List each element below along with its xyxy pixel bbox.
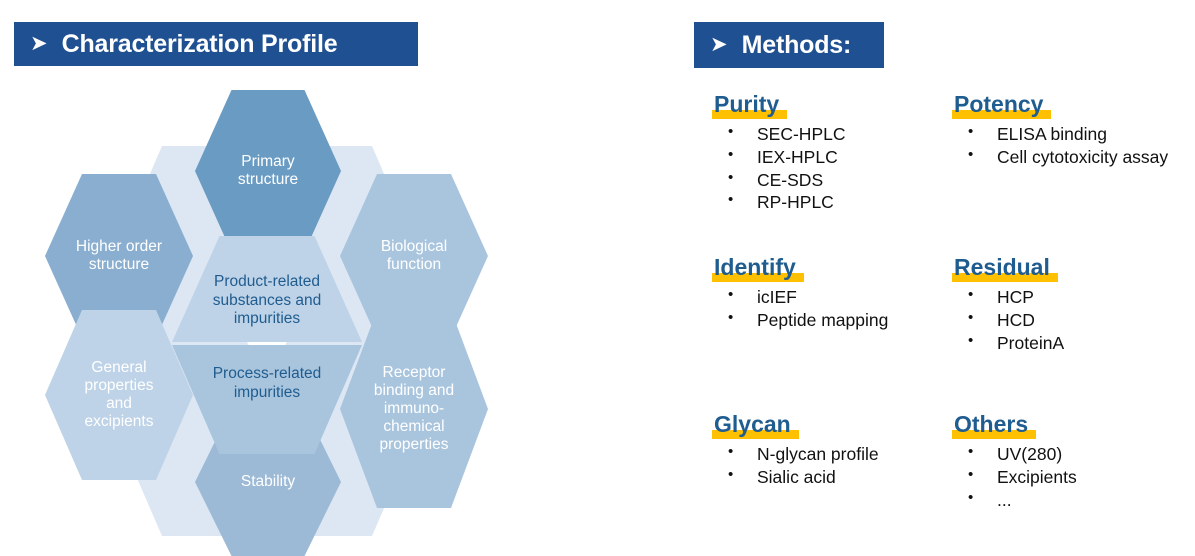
method-list-purity: SEC-HPLC IEX-HPLC CE-SDS RP-HPLC [712,122,947,214]
method-list-residual: HCP HCD ProteinA [952,285,1182,355]
list-item: HCP [952,285,1182,309]
hex-label-stability: Stability [240,472,296,490]
list-item: IEX-HPLC [712,145,947,169]
banner-characterization-profile: ➤ Characterization Profile [14,22,418,66]
list-item: UV(280) [952,442,1182,466]
arrow-right-icon: ➤ [30,31,48,55]
arrow-right-icon: ➤ [710,32,728,56]
method-block-glycan: Glycan N-glycan profile Sialic acid [712,412,947,489]
list-item: RP-HPLC [712,190,947,214]
list-item: icIEF [712,285,947,309]
list-item: Cell cytotoxicity assay [952,145,1182,169]
list-item: ProteinA [952,331,1182,355]
list-item: ... [952,488,1182,512]
banner-methods: ➤ Methods: [694,22,884,68]
method-block-purity: Purity SEC-HPLC IEX-HPLC CE-SDS RP-HPLC [712,92,947,214]
method-list-identify: icIEF Peptide mapping [712,285,947,332]
method-block-residual: Residual HCP HCD ProteinA [952,255,1182,354]
method-title-glycan: Glycan [712,411,799,440]
list-item: Sialic acid [712,465,947,489]
method-block-potency: Potency ELISA binding Cell cytotoxicity … [952,92,1182,169]
method-block-identify: Identify icIEF Peptide mapping [712,255,947,332]
banner-title-characterization-profile: Characterization Profile [61,29,338,58]
method-title-identify: Identify [712,254,804,283]
method-list-potency: ELISA binding Cell cytotoxicity assay [952,122,1182,169]
list-item: Peptide mapping [712,308,947,332]
method-block-others: Others UV(280) Excipients ... [952,412,1182,511]
list-item: ELISA binding [952,122,1182,146]
method-title-residual: Residual [952,254,1058,283]
method-title-purity: Purity [712,91,788,120]
method-list-glycan: N-glycan profile Sialic acid [712,442,947,489]
method-list-others: UV(280) Excipients ... [952,442,1182,512]
banner-title-methods: Methods: [741,30,852,59]
method-title-potency: Potency [952,91,1053,120]
list-item: HCD [952,308,1182,332]
list-item: Excipients [952,465,1182,489]
list-item: CE-SDS [712,168,947,192]
list-item: SEC-HPLC [712,122,947,146]
list-item: N-glycan profile [712,442,947,466]
methods-grid: Purity SEC-HPLC IEX-HPLC CE-SDS RP-HPLC … [700,92,1188,552]
method-title-others: Others [952,411,1037,440]
